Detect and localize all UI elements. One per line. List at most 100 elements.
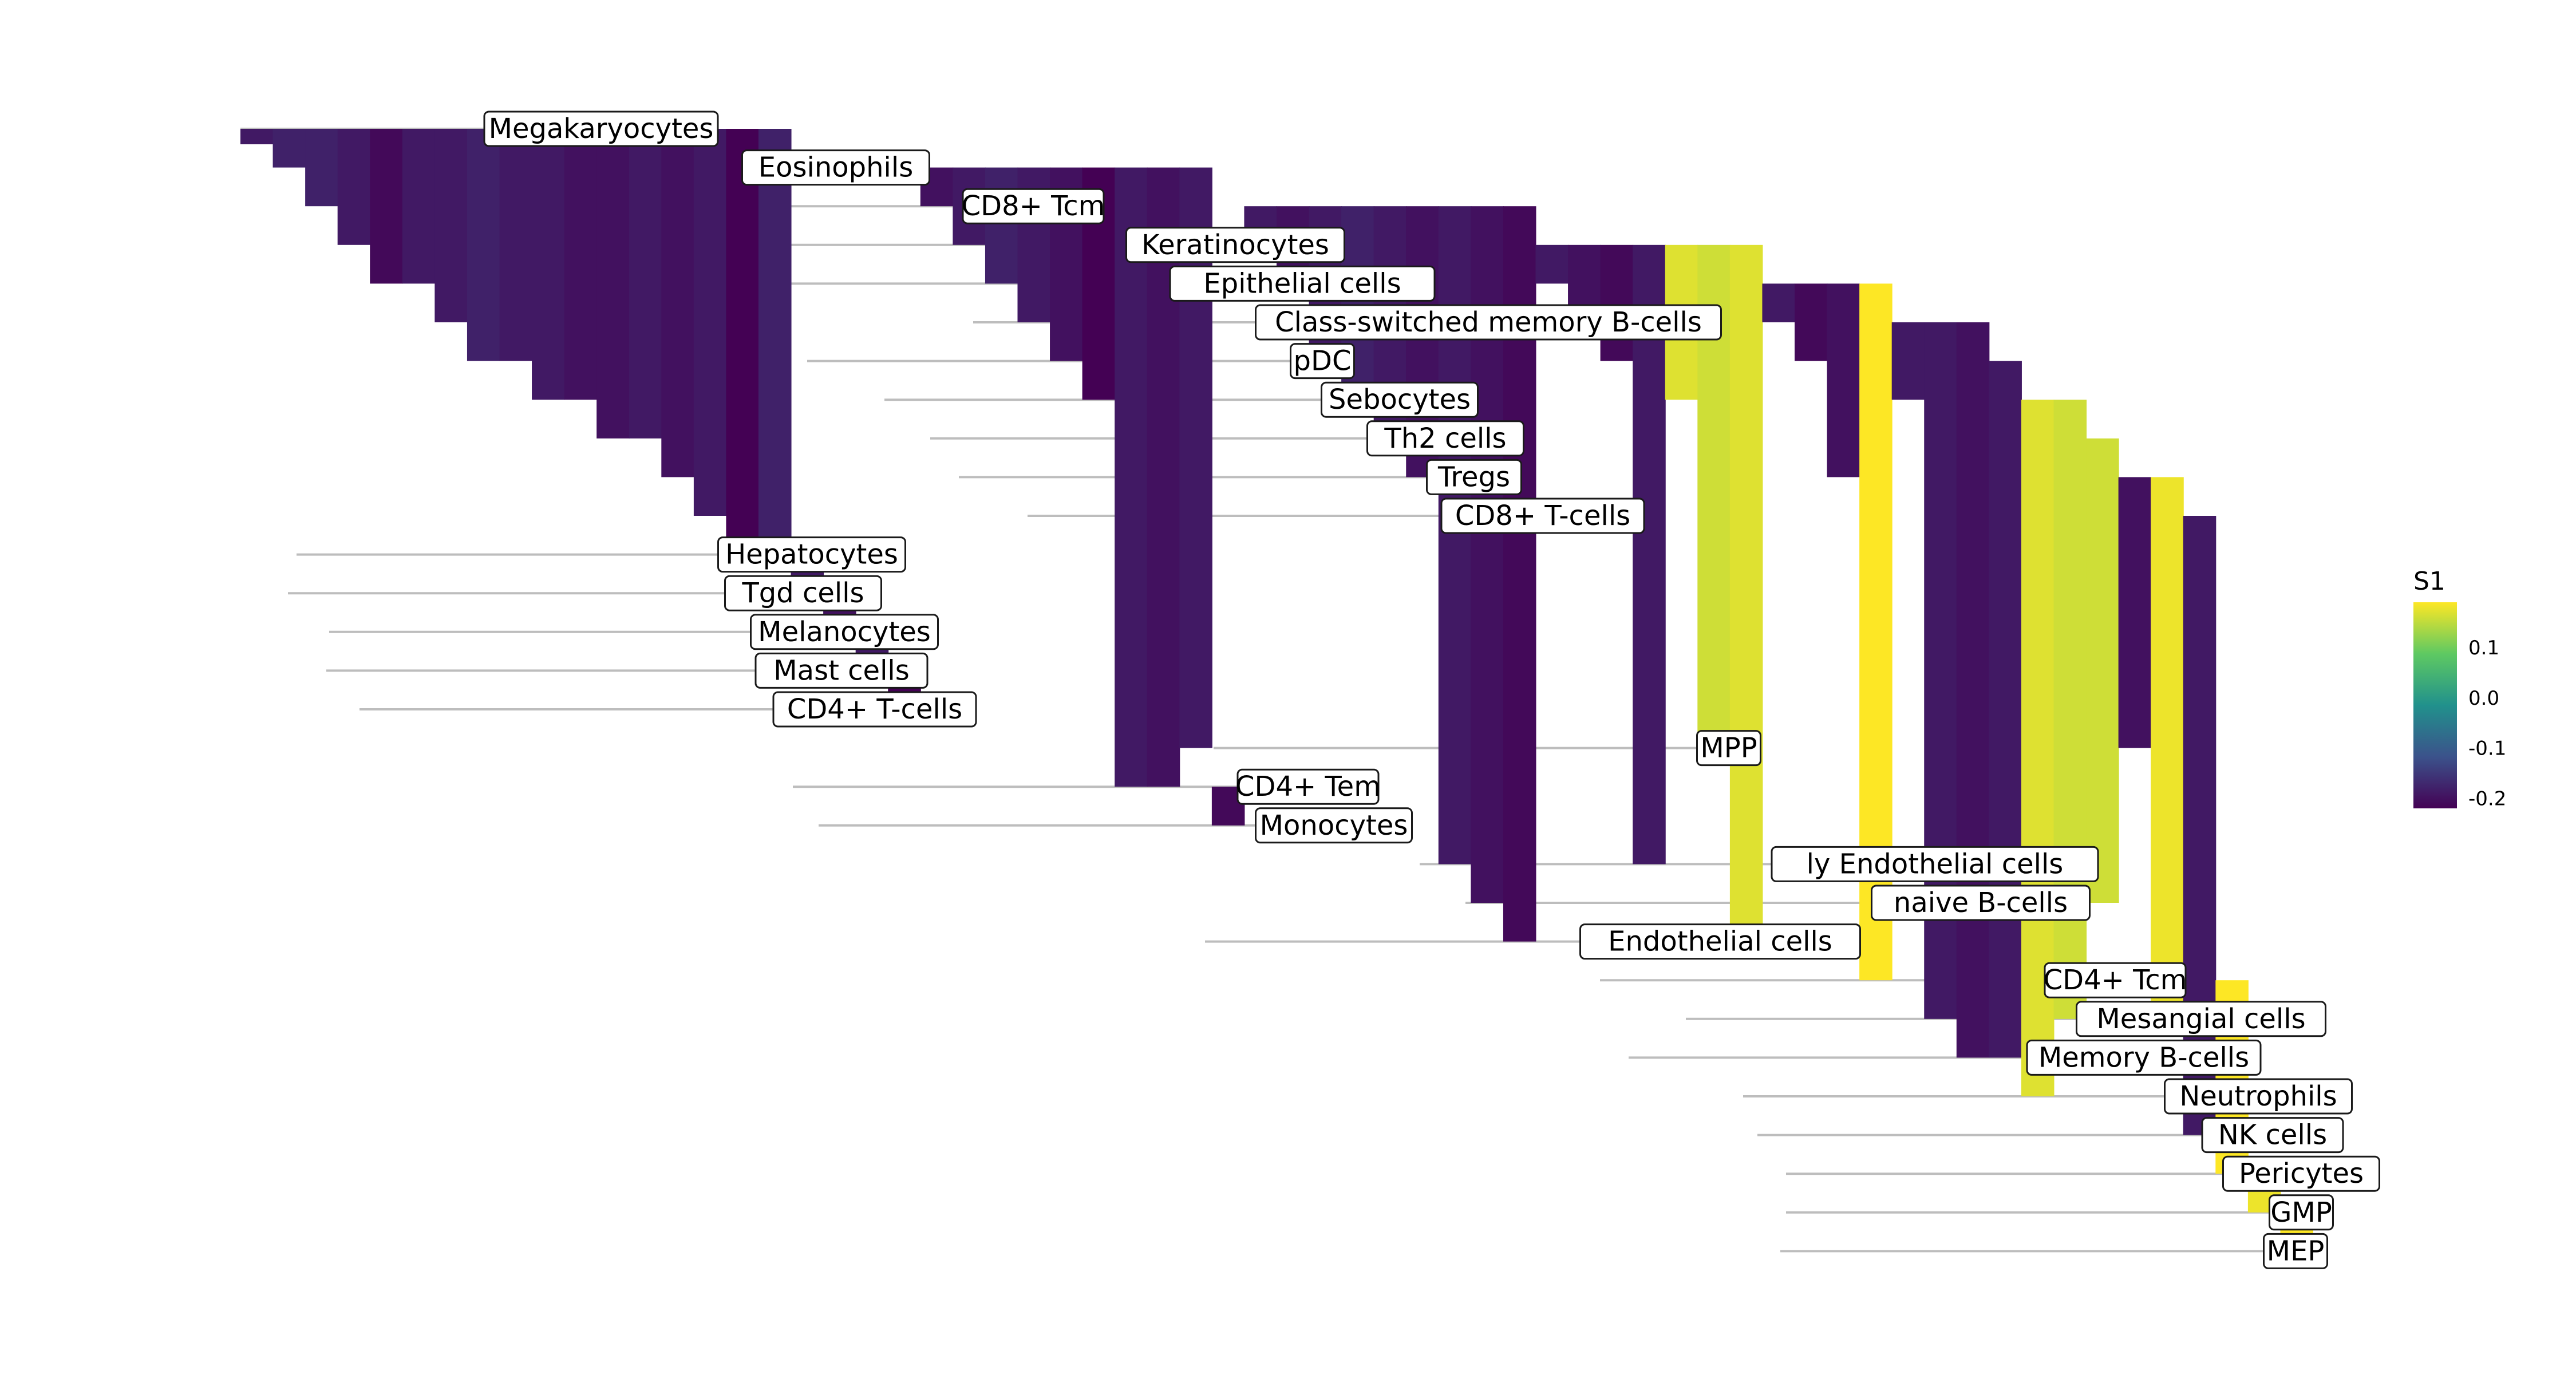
cell-type-label: Endothelial cells <box>1579 923 1861 960</box>
heatmap-bar <box>305 129 338 207</box>
heatmap-bar <box>1179 167 1212 748</box>
heatmap-bar <box>337 129 371 245</box>
cell-type-label: Megakaryocytes <box>483 110 719 147</box>
cell-type-label: CD4+ T-cells <box>772 691 977 728</box>
legend-ticks: 0.1 0.0 -0.1 -0.2 <box>2457 637 2506 810</box>
svg-text:Memory B-cells: Memory B-cells <box>2038 1041 2249 1073</box>
heatmap-bar <box>629 129 662 439</box>
cell-type-label: Pericytes <box>2222 1155 2380 1192</box>
svg-text:MEP: MEP <box>2267 1235 2325 1267</box>
heatmap-bar <box>1891 322 1925 400</box>
legend-tick-label: -0.1 <box>2468 737 2506 760</box>
heatmap-bar <box>1729 244 1763 942</box>
heatmap-bar <box>272 129 306 168</box>
svg-text:Pericytes: Pericytes <box>2239 1158 2364 1190</box>
svg-text:Megakaryocytes: Megakaryocytes <box>489 113 714 145</box>
svg-text:Th2 cells: Th2 cells <box>1384 423 1506 455</box>
svg-text:Epithelial cells: Epithelial cells <box>1203 267 1401 299</box>
svg-text:Endothelial cells: Endothelial cells <box>1608 926 1832 958</box>
heatmap-bar <box>596 129 630 439</box>
heatmap-bar <box>2151 477 2184 1019</box>
svg-text:GMP: GMP <box>2270 1197 2332 1229</box>
heatmap-bar <box>564 129 598 400</box>
svg-text:CD4+ Tem: CD4+ Tem <box>1235 771 1381 803</box>
svg-text:Keratinocytes: Keratinocytes <box>1141 229 1329 261</box>
legend-tick-label: 0.1 <box>2468 637 2499 660</box>
svg-text:CD4+ Tcm: CD4+ Tcm <box>2044 964 2187 996</box>
svg-text:Class-switched memory B-cells: Class-switched memory B-cells <box>1275 306 1702 338</box>
svg-text:Hepatocytes: Hepatocytes <box>725 539 898 571</box>
cell-type-label: CD8+ T-cells <box>1440 498 1645 534</box>
heatmap-bar <box>985 167 1018 284</box>
cell-type-label: Th2 cells <box>1366 420 1524 457</box>
cell-type-label: Tregs <box>1426 459 1522 495</box>
cell-type-label: Monocytes <box>1255 807 1413 844</box>
svg-text:MPP: MPP <box>1700 732 1757 764</box>
heatmap-bar <box>240 129 274 145</box>
svg-text:CD8+ Tcm: CD8+ Tcm <box>962 190 1105 222</box>
svg-text:Tgd cells: Tgd cells <box>741 577 864 609</box>
heatmap-bar <box>1600 244 1634 361</box>
svg-text:Tregs: Tregs <box>1437 461 1510 493</box>
heatmap-bar <box>532 129 565 400</box>
heatmap-bar <box>499 129 533 361</box>
cell-type-label: CD8+ Tcm <box>962 188 1105 224</box>
cell-type-label: Hepatocytes <box>717 536 906 573</box>
heatmap-bar <box>1827 283 1860 477</box>
cell-type-label: Mast cells <box>754 652 929 689</box>
legend-colorbar <box>2413 602 2457 808</box>
cell-type-label: Epithelial cells <box>1169 265 1436 302</box>
cell-type-label: Eosinophils <box>741 149 930 186</box>
heatmap-bar <box>661 129 694 477</box>
color-legend: S1 0.10.0-0.1-0.2 <box>2413 567 2506 810</box>
legend-tick-label: 0.0 <box>2468 687 2499 710</box>
cell-type-label: NK cells <box>2201 1117 2344 1154</box>
svg-text:Melanocytes: Melanocytes <box>758 616 931 648</box>
heatmap-bar <box>434 129 468 322</box>
svg-text:pDC: pDC <box>1294 345 1352 377</box>
cell-type-label: pDC <box>1290 343 1355 380</box>
cell-type-label: Neutrophils <box>2164 1078 2353 1115</box>
heatmap-bar <box>1535 244 1569 284</box>
heatmap-bar <box>1115 167 1148 787</box>
cell-type-label: Mesangial cells <box>2076 1001 2326 1037</box>
heatmap-bar <box>758 129 792 555</box>
svg-text:ly Endothelial cells: ly Endothelial cells <box>1807 848 2064 880</box>
cell-type-label: GMP <box>2269 1194 2334 1231</box>
svg-text:Monocytes: Monocytes <box>1260 810 1408 842</box>
heatmap-bar <box>370 129 403 284</box>
svg-text:Sebocytes: Sebocytes <box>1329 384 1471 416</box>
cell-type-label: MEP <box>2263 1233 2328 1269</box>
heatmap-bar <box>693 129 727 516</box>
heatmap-bar <box>2086 438 2119 903</box>
cell-type-label: Class-switched memory B-cells <box>1255 304 1722 341</box>
heatmap-bar <box>402 129 436 284</box>
legend-tick-label: -0.2 <box>2468 787 2506 810</box>
svg-text:NK cells: NK cells <box>2218 1119 2327 1151</box>
svg-text:CD4+ T-cells: CD4+ T-cells <box>787 693 962 725</box>
heatmap-bar <box>1795 283 1828 361</box>
cell-type-label: Keratinocytes <box>1125 227 1345 263</box>
cell-type-label: Tgd cells <box>724 575 882 611</box>
heatmap-bar <box>1762 283 1795 322</box>
cell-type-label: MPP <box>1696 730 1761 767</box>
svg-text:Eosinophils: Eosinophils <box>758 152 913 184</box>
heatmap-bar <box>726 129 759 555</box>
cell-type-label: CD4+ Tem <box>1235 768 1381 805</box>
cell-type-label: Sebocytes <box>1321 381 1479 418</box>
cell-type-label: naive B-cells <box>1871 885 2091 921</box>
heatmap-bar <box>2053 400 2087 1019</box>
cell-type-label: ly Endothelial cells <box>1771 846 2099 882</box>
svg-text:Neutrophils: Neutrophils <box>2179 1080 2337 1112</box>
cell-type-label: CD4+ Tcm <box>2044 962 2187 998</box>
cell-type-label: Memory B-cells <box>2026 1039 2262 1076</box>
svg-text:CD8+ T-cells: CD8+ T-cells <box>1455 500 1630 532</box>
svg-text:Mast cells: Mast cells <box>773 654 910 686</box>
heatmap-bar <box>1956 322 1990 1058</box>
heatmap-bar <box>1989 361 2022 1058</box>
cell-type-label: Melanocytes <box>750 614 939 650</box>
heatmap-bar <box>2118 477 2152 748</box>
heatmap-bar <box>1633 244 1666 864</box>
